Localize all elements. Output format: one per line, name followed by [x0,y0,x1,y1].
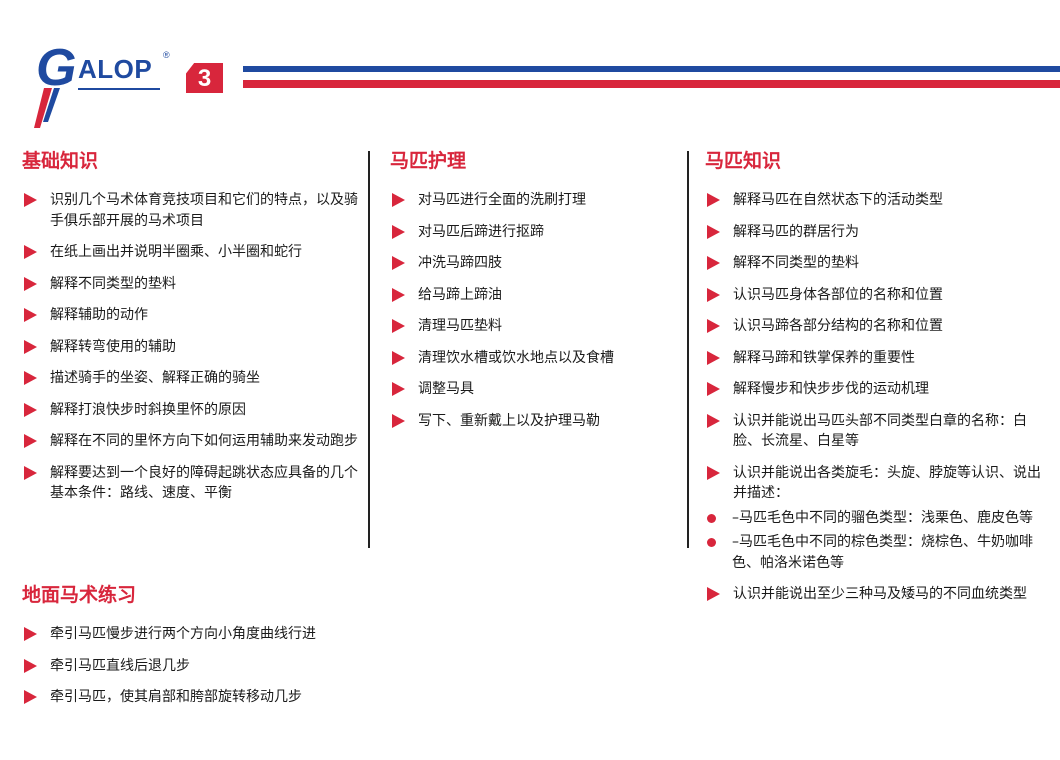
section-horse-knowledge: 马匹知识 解释马匹在自然状态下的活动类型 解释马匹的群居行为 解释不同类型的垫料… [705,148,1045,616]
list-item: 认识马蹄各部分结构的名称和位置 [705,316,1045,337]
list-item: 在纸上画出并说明半圈乘、小半圈和蛇行 [22,242,362,263]
item-list: 解释马匹在自然状态下的活动类型 解释马匹的群居行为 解释不同类型的垫料 认识马匹… [705,190,1045,605]
section-title: 地面马术练习 [22,584,137,606]
logo-letter-g: G [36,39,77,97]
list-item: 清理马匹垫料 [390,316,680,337]
list-item: 解释要达到一个良好的障碍起跳状态应具备的几个基本条件：路线、速度、平衡 [22,463,362,504]
list-item: 认识并能说出至少三种马及矮马的不同血统类型 [705,584,1045,605]
level-badge: 3 [186,63,223,93]
item-list: 对马匹进行全面的洗刷打理 对马匹后蹄进行抠蹄 冲洗马蹄四肢 给马蹄上蹄油 清理马… [390,190,680,431]
list-item: 解释转弯使用的辅助 [22,337,362,358]
list-item: 调整马具 [390,379,680,400]
section-basic-knowledge: 基础知识 识别几个马术体育竞技项目和它们的特点，以及骑手俱乐部开展的马术项目 在… [22,148,362,515]
list-item: 给马蹄上蹄油 [390,285,680,306]
galop-logo: G ALOP ® [30,42,230,132]
list-item: 对马匹进行全面的洗刷打理 [390,190,680,211]
item-list: 牵引马匹慢步进行两个方向小角度曲线行进 牵引马匹直线后退几步 牵引马匹，使其肩部… [22,624,402,708]
list-item: 解释马匹在自然状态下的活动类型 [705,190,1045,211]
list-item: 描述骑手的坐姿、解释正确的骑坐 [22,368,362,389]
list-item: 解释打浪快步时斜换里怀的原因 [22,400,362,421]
list-item: 解释马匹的群居行为 [705,222,1045,243]
logo-underline [78,88,160,90]
list-item: 牵引马匹，使其肩部和胯部旋转移动几步 [22,687,402,708]
section-groundwork: 地面马术练习 牵引马匹慢步进行两个方向小角度曲线行进 牵引马匹直线后退几步 牵引… [22,582,402,719]
list-item: 解释慢步和快步步伐的运动机理 [705,379,1045,400]
section-title: 马匹知识 [705,150,782,172]
list-item: 解释不同类型的垫料 [22,274,362,295]
list-item: 解释在不同的里怀方向下如何运用辅助来发动跑步 [22,431,362,452]
list-item: 认识并能说出各类旋毛：头旋、脖旋等认识、说出并描述： [705,463,1045,504]
logo-wordmark: ALOP [78,54,153,84]
header-stripe-red [243,80,1060,88]
list-item: 对马匹后蹄进行抠蹄 [390,222,680,243]
list-item: 写下、重新戴上以及护理马勒 [390,411,680,432]
column-divider [687,151,689,548]
list-item: 冲洗马蹄四肢 [390,253,680,274]
column-divider [368,151,370,548]
section-title: 基础知识 [22,150,99,172]
registered-mark: ® [163,50,170,60]
item-list: 识别几个马术体育竞技项目和它们的特点，以及骑手俱乐部开展的马术项目 在纸上画出并… [22,190,362,504]
section-title: 马匹护理 [390,150,467,172]
list-item: 认识马匹身体各部位的名称和位置 [705,285,1045,306]
sub-list-item: –马匹毛色中不同的棕色类型：烧棕色、牛奶咖啡色、帕洛米诺色等 [705,532,1045,573]
list-item: 解释辅助的动作 [22,305,362,326]
header-stripe-blue [243,66,1060,72]
list-item: 清理饮水槽或饮水地点以及食槽 [390,348,680,369]
list-item: 认识并能说出马匹头部不同类型白章的名称：白脸、长流星、白星等 [705,411,1045,452]
list-item: 牵引马匹直线后退几步 [22,656,402,677]
list-item: 解释不同类型的垫料 [705,253,1045,274]
logo-swoosh-icon [34,88,60,128]
list-item: 牵引马匹慢步进行两个方向小角度曲线行进 [22,624,402,645]
section-horse-care: 马匹护理 对马匹进行全面的洗刷打理 对马匹后蹄进行抠蹄 冲洗马蹄四肢 给马蹄上蹄… [390,148,680,442]
list-item: 识别几个马术体育竞技项目和它们的特点，以及骑手俱乐部开展的马术项目 [22,190,362,231]
list-item: 解释马蹄和铁掌保养的重要性 [705,348,1045,369]
sub-list-item: –马匹毛色中不同的骝色类型：浅栗色、鹿皮色等 [705,508,1045,529]
